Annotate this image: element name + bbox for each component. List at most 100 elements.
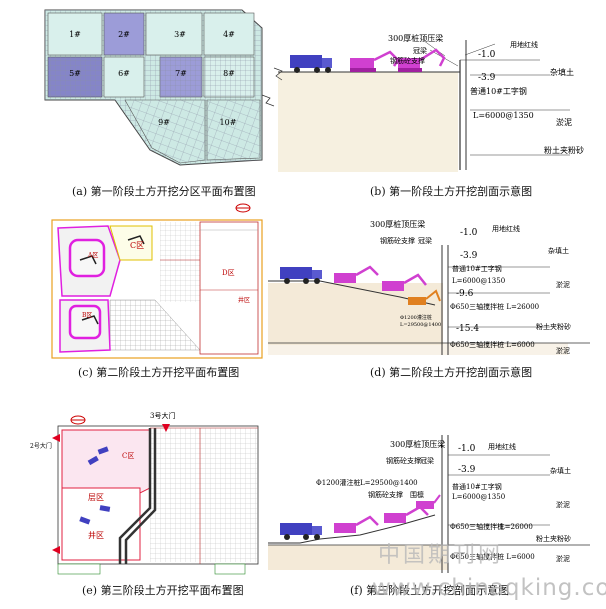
plan-c-svg: A区 B区 C区 D区 井区 (51, 203, 263, 359)
zone-b-label: B区 (82, 312, 92, 319)
excavator-marker-icon (79, 446, 111, 525)
watermark-en: www.chinaqking.com (372, 575, 606, 601)
watermark-cn: 中国期刊网 (378, 543, 504, 568)
pile-label: L=6000@1350 (452, 277, 505, 285)
zone-label-4: 4# (223, 30, 235, 39)
elevation-1: -1.0 (458, 444, 476, 454)
soil-silt-label: 淤泥 (556, 280, 570, 289)
caption-d: (d) 第二阶段土方开挖剖面示意图 (370, 366, 533, 379)
panel-a-zone-plan: 1# 2# 3# 4# 5# 6# 7# 8# 9# 10# (0, 0, 300, 180)
zone-4 (203, 12, 255, 56)
panel-f-section: 300厚桩顶压梁 钢筋砼支撑 冠梁 用地红线 -1.0 -3.9 普通10#工字… (260, 395, 606, 575)
strut-label: 钢筋砼支撑 (386, 456, 421, 465)
elevation-2: -3.9 (478, 73, 496, 83)
caption-c: (c) 第二阶段土方开挖平面布置图 (78, 366, 240, 379)
soil-sand-label: 粉土夹粉砂 (536, 322, 571, 331)
zone-label-8: 8# (223, 69, 235, 78)
zone-label-3: 3# (174, 30, 186, 39)
zone-2 (103, 12, 145, 56)
caption-b: (b) 第一阶段土方开挖剖面示意图 (370, 185, 533, 198)
zone-a-label: A区 (87, 252, 98, 259)
tri-pile2-label: Φ650三轴搅拌桩 L=6000 (450, 552, 535, 561)
excavator-icon (384, 505, 429, 523)
pick-label: 围檩 (410, 490, 424, 499)
zone-c-label: C区 (130, 241, 144, 250)
elevation-4: -15.4 (456, 324, 479, 334)
zone-label-1: 1# (69, 30, 81, 39)
excavator-icon (398, 48, 446, 72)
elevation-2: -3.9 (460, 251, 478, 261)
bored-pile-label: Φ1200灌注桩 (316, 478, 361, 487)
excavator-icon (382, 273, 427, 291)
soil-sand-label: 粉土夹粉砂 (536, 534, 571, 543)
elevation-1: -1.0 (478, 50, 496, 60)
tri-pile-length: L=26000 (500, 523, 533, 531)
gate-marker-icon (52, 434, 60, 442)
soil-silt-label: 淤泥 (556, 500, 570, 509)
panel-e-plan: 3号大门 2号大门 C区 层区 井区 (0, 388, 275, 578)
panel-d-section: 300厚桩顶压梁 钢筋砼支撑 冠梁 用地红线 -1.0 -3.9 普通10#工字… (260, 205, 606, 360)
zone-label-6: 6# (118, 69, 130, 78)
top-beam-label: 300厚桩顶压梁 (388, 33, 443, 43)
steel-label: 普通10#工字钢 (452, 482, 502, 491)
strut-label: 钢筋砼支撑 (380, 236, 415, 245)
zone-label-5: 5# (69, 69, 81, 78)
zone-d-label: D区 (222, 269, 235, 277)
crown-beam-label: 冠梁 (418, 236, 432, 245)
tri-pile2-label: Φ650三轴搅拌桩 L=6000 (450, 340, 535, 349)
top-beam-label: 300厚桩顶压梁 (390, 439, 445, 449)
bored-pile-length: L=29500@1400 (400, 321, 441, 328)
tri-pile-label: Φ650三轴搅拌桩 (450, 522, 504, 531)
excavator-icon (416, 494, 441, 509)
soil-fill-label: 杂填土 (550, 67, 574, 77)
soil-silt2-label: 淤泥 (556, 346, 570, 355)
gate3-label: 3号大门 (150, 411, 175, 420)
tri-pile-label: Φ650三轴搅拌桩 L=26000 (450, 302, 539, 311)
well-area-label: 井区 (238, 296, 250, 304)
excavator-marker-icon (79, 235, 145, 325)
excavator-icon (334, 515, 379, 533)
section-d-svg: 300厚桩顶压梁 钢筋砼支撑 冠梁 用地红线 -1.0 -3.9 普通10#工字… (268, 219, 590, 355)
excavator-icon (334, 265, 379, 283)
crown-beam-label: 冠梁 (413, 46, 427, 55)
soil-sand-label: 粉土夹粉砂 (544, 145, 584, 155)
excavator-icon (350, 50, 400, 72)
plan-e-svg: 3号大门 2号大门 C区 层区 井区 (30, 411, 259, 575)
section-b-svg: 300厚桩顶压梁 冠梁 钢筋砼支撑 用地红线 -1.0 -3.9 普通10#工字… (273, 33, 584, 172)
zone-label-9: 9# (158, 118, 170, 127)
zone-label-2: 2# (118, 30, 130, 39)
zone-3 (145, 12, 203, 56)
soil-silt-label: 淤泥 (556, 117, 572, 127)
bored-pile-length: L=29500@1400 (360, 479, 418, 487)
dump-truck-icon (280, 523, 322, 540)
compass-icon (70, 415, 86, 425)
crown-beam-label: 冠梁 (420, 456, 434, 465)
strut-label: 钢筋砼支撑 (390, 56, 425, 65)
caption-e: (e) 第三阶段土方开挖平面布置图 (82, 584, 244, 597)
gate-marker-icon (52, 546, 60, 554)
steel-label: 普通10#工字钢 (452, 264, 502, 273)
redline-label: 用地红线 (488, 442, 516, 451)
zone-label-7: 7# (175, 69, 187, 78)
caption-a: (a) 第一阶段土方开挖分区平面布置图 (72, 185, 256, 198)
soil-fill-label: 杂填土 (550, 466, 571, 475)
pile-label: L=6000@1350 (452, 493, 505, 501)
excavator-icon (408, 289, 441, 305)
zone-1 (47, 12, 103, 56)
well-label: 井区 (88, 530, 104, 540)
soil-fill-label: 杂填土 (548, 246, 569, 255)
bored-pile-label: Φ1200灌注桩 (400, 314, 432, 321)
elevation-1: -1.0 (460, 228, 478, 238)
elevation-3: -9.6 (456, 289, 474, 299)
panel-b-section: 300厚桩顶压梁 冠梁 钢筋砼支撑 用地红线 -1.0 -3.9 普通10#工字… (270, 0, 606, 180)
zone-6 (103, 56, 145, 98)
section-f-svg: 300厚桩顶压梁 钢筋砼支撑 冠梁 用地红线 -1.0 -3.9 普通10#工字… (268, 435, 590, 573)
panel-c-plan: A区 B区 C区 D区 井区 (0, 200, 275, 360)
zone-label-10: 10# (220, 118, 237, 127)
steel-label: 普通10#工字钢 (470, 86, 527, 96)
elevation-2: -3.9 (458, 465, 476, 475)
zone-plan-svg: 1# 2# 3# 4# 5# 6# 7# 8# 9# 10# (44, 9, 275, 166)
zone-c-label: C区 (122, 452, 134, 460)
gate-marker-icon (162, 424, 170, 432)
soil-silt2-label: 淤泥 (556, 554, 570, 563)
